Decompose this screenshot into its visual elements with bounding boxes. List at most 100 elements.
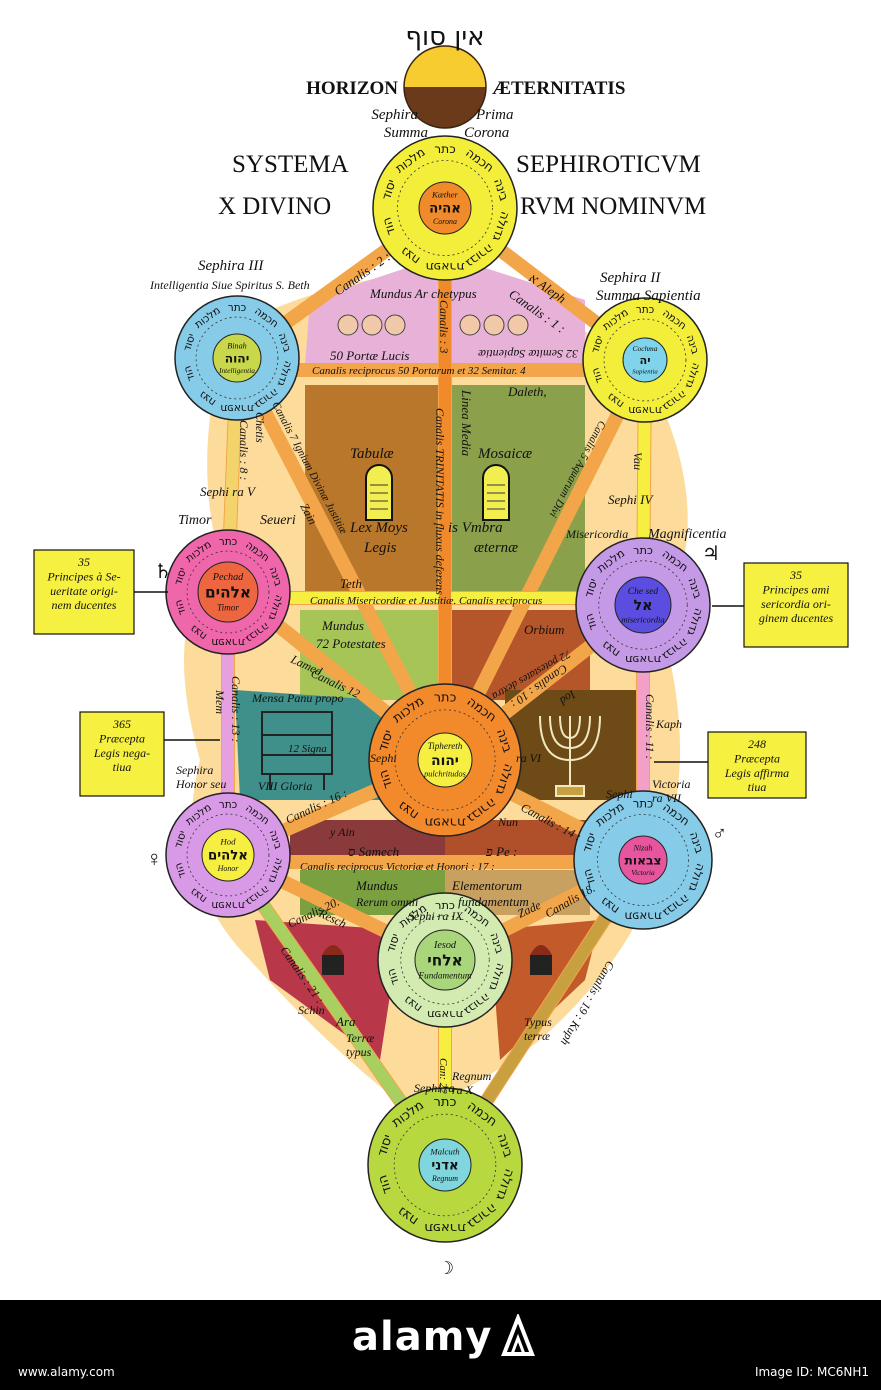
label-lex-moys: Lex Moys [349,520,408,536]
label-samech: ס Samech [348,844,399,859]
title-line2-left: X DIVINO [218,193,331,220]
sephira-malkuth-ring [393,1113,497,1217]
label-potestates-left: 72 Potestates [316,636,386,651]
label-canalis-22: Can: 22 [437,1058,449,1094]
summa-right: Corona [464,125,509,141]
ring-word: כתר [434,1095,457,1110]
image-id: Image ID: MC6NH1 [754,1365,869,1379]
label-sephi-ix: Sephi ra IX [408,909,463,923]
sephira-chesed-ring [598,560,688,650]
ring-word: בינה [687,830,707,855]
label-elementorum: Elementorum [451,878,522,893]
sephira-chokmah-ring [603,318,687,402]
label-mem: Mem [213,689,227,714]
ring-word: בינה [491,177,511,203]
brand-url[interactable]: www.alamy.com [18,1365,115,1379]
label-canalis-reciprocus-mis: Canalis Misericordiæ et Justitiæ. Canali… [310,595,542,607]
sephira-binah-name: Binah [227,341,246,350]
sephira-hod-name: Hod [219,837,236,847]
planet-mars: ♂ [712,823,727,845]
title-line2-right: RVM NOMINVM [520,193,706,220]
sephira-keter-ring [397,160,493,256]
cherubs-right [459,314,529,336]
label-linea-media: Linea Media [459,389,474,457]
ring-word: יסוד [172,829,189,850]
sephira-malkuth-name: Malcuth [429,1147,460,1157]
label-mensa: Mensa Panu propo [251,691,344,705]
label-sephira-ii: Sephira II [600,270,661,286]
brand-mark-icon [501,1314,535,1356]
label-schin: Schin [298,1003,325,1017]
sephira-yesod-core [414,929,476,991]
sephira-chokmah-hebrew: יה [639,354,650,367]
header-hebrew: אין סוף [405,22,484,52]
shewbread-table-icon [261,711,333,790]
ring-word: הוד [172,861,188,879]
label-mundus-left: Mundus [321,618,364,633]
label-misericordia: Misericordia [565,527,628,541]
label-pe: פ Pe : [485,844,517,859]
sephira-keter-hebrew: אהיה [429,202,461,217]
sephira-binah-hebrew: יהוה [225,351,250,365]
region-typus [490,920,600,1060]
label-magnificentia: Magnificentia [647,527,727,542]
sephira-gevurah-core [197,561,259,623]
label-seueri: Seueri [260,513,296,528]
ring-word: תפארת [624,910,661,924]
tablet-left-icon [365,464,393,521]
sephira-hod-core [201,828,255,882]
label-nun: Nun [497,815,518,829]
sephira-gevurah-hebrew: אלהים [205,583,251,601]
ring-word: בינה [267,565,284,587]
ring-word: יסוד [581,577,600,600]
label-canalis-13: Canalis : 13 : [229,676,243,742]
sephira-keter-sub: Corona [433,217,457,226]
ring-word: הוד [580,867,599,888]
label-rerum: Rerum omnii [355,895,418,909]
sephira-netzach-ring [597,814,689,906]
ring-word: כתר [633,543,653,557]
label-aeternae: æternæ [474,540,518,556]
brand-logo[interactable]: alamy [352,1314,493,1360]
sephira-right: Prima [475,107,514,123]
sephira-hod-sub: Honor [217,864,240,873]
sephira-tiferet-sub: pulchritudos [423,770,466,779]
title-line1-left: SYSTEMA [232,151,349,178]
horizon-right: ÆTERNITATIS [492,78,625,99]
ring-word: הוד [181,364,197,382]
ring-word: הוד [376,768,396,791]
planet-venus: ♀ [146,846,163,871]
label-summa-sapientia: Summa Sapientia [596,288,701,304]
sephira-chesed-sub: misericordia [621,614,664,624]
planet-jupiter: ♃ [702,543,720,565]
ring-word: יסוד [579,831,598,854]
label-mundus-low: Mundus [355,878,398,893]
sephira-gevurah-name: Pechad [212,572,244,583]
sephira-binah-sub: Intelligentia [218,366,255,375]
ring-word: הוד [375,1173,395,1196]
ring-word: הוד [379,216,398,237]
sephira-left: Sephira [371,107,418,123]
ring-word: בינה [487,931,507,956]
ring-word: כתר [434,142,455,156]
sephira-netzach-core [618,835,668,885]
ring-word: הוד [589,366,605,384]
tablet-right-icon [482,464,510,521]
label-is-umbra: is Vmbra [448,520,503,536]
sephira-binah-ring [195,316,279,400]
altar-left-icon [322,945,344,975]
sephira-yesod-ring [400,915,490,1005]
sephira-chokmah-sub: Sapientia [632,369,658,376]
label-sephira-v: Sephi ra V [200,484,257,499]
